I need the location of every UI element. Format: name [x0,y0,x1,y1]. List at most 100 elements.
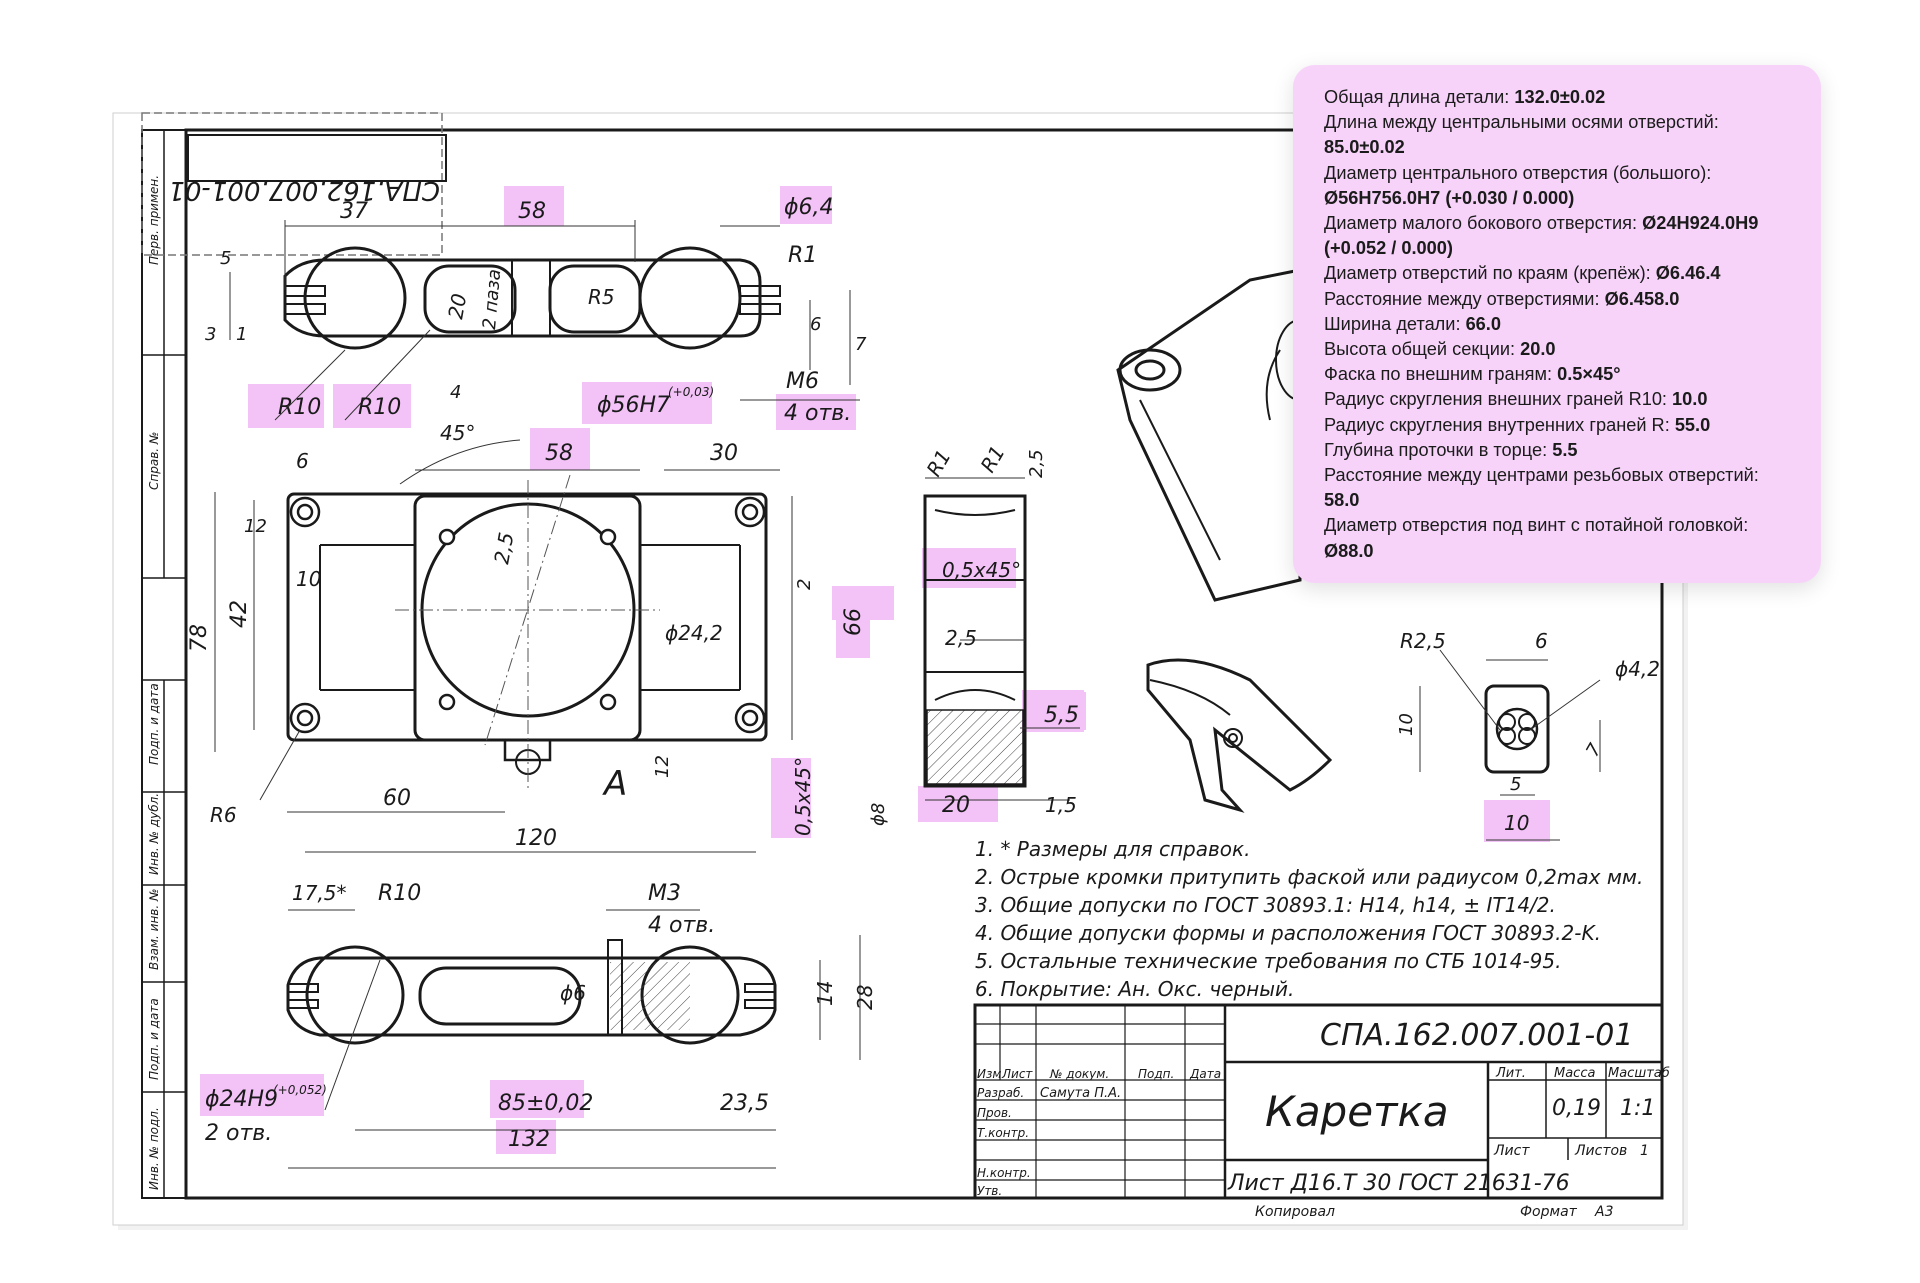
dim-mid-45: 45° [440,421,475,445]
summary-row: Высота общей секции: 20.0 [1324,337,1795,362]
detail-view [1484,684,1550,774]
side-label-2: Подп. и дата [147,683,161,765]
tb-doc-number: СПА.162.007.001-01 [1320,1018,1633,1053]
summary-label: Общая длина детали: [1324,87,1515,107]
summary-value: 132.0±0.02 [1514,87,1606,107]
summary-label: Диаметр отверстий по краям (крепёж): [1324,263,1656,284]
note-6: 6. Покрытие: Ан. Окс. черный. [975,977,1294,1001]
summary-row: Фаска по внешним граням: 0.5×45° [1324,362,1795,387]
summary-value: 58.0 [1324,490,1360,511]
summary-row: Глубина проточки в торце: 5.5 [1324,438,1795,463]
summary-value: 55.0 [1674,414,1711,435]
isometric-detail [1146,658,1333,813]
dim-top-3: 3 [205,324,216,345]
summary-label: Расстояние между центрами резьбовых отве… [1324,465,1759,486]
side-label-6: Инв. № подл. [147,1107,161,1190]
dim-sec-d8: ϕ8 [868,803,889,826]
dim-mid-60: 60 [383,786,411,811]
dim-bot-175: 17,5* [292,881,347,905]
dim-det-6: 6 [1535,629,1548,653]
dimension-summary-panel: Общая длина детали: 132.0±0.02 Длина меж… [1293,65,1821,583]
dim-mid-25: 2,5 [489,530,518,565]
side-label-4: Взам. инв. № [147,889,161,970]
section-dimension-lines [925,477,1080,801]
highlight-20 [924,784,998,822]
inner-frame [184,128,1664,1200]
dim-top-4otv: 4 отв. [784,401,851,426]
dim-top-r1: R1 [788,243,817,268]
dim-det-5: 5 [1510,774,1521,795]
dim-mid-d56: ϕ56H7 [597,393,670,418]
bottom-view [286,939,777,1045]
summary-row: Диаметр центрального отверстия (большого… [1324,161,1795,211]
dim-sec-25: 2,5 [1026,449,1047,478]
stamp-dashed-frame [141,112,443,256]
dim-mid-10: 10 [296,567,321,591]
tb-developer: Самута П.А. [1040,1086,1121,1101]
summary-label: Расстояние между отверстиями: [1324,288,1605,309]
note-3: 3. Общие допуски по ГОСТ 30893.1: H14, h… [975,893,1556,917]
tb-format-value: А3 [1594,1204,1613,1220]
dim-mid-120: 120 [515,826,557,851]
summary-row: Радиус скругления внешних граней R10: 10… [1324,387,1795,412]
tb-col-data: Дата [1189,1067,1221,1081]
tb-format-label: Формат [1520,1204,1578,1220]
dim-mid-12: 12 [244,516,267,537]
summary-label: Радиус скругления внешних граней R10: [1324,389,1673,410]
dim-mid-42: 42 [227,600,252,628]
tb-col-izm: Изм [977,1067,1001,1081]
summary-row: Диаметр отверстия под винт с потайной го… [1324,513,1795,563]
summary-value: 66.0 [1465,313,1501,334]
summary-value: Ø56H756.0H7 (+0.030 / 0.000) [1324,187,1575,208]
side-column [142,130,186,1198]
dim-top-37: 37 [340,199,368,224]
bottom-dimension-lines [288,909,861,1169]
dim-top-20: 20 [443,292,471,321]
summary-label: Диаметр центрального отверстия (большого… [1324,162,1712,183]
dim-det-d42: ϕ4,2 [1615,657,1660,681]
summary-label: Диаметр малого бокового отверстия: [1324,213,1643,234]
summary-row: Диаметр отверстий по краям (крепёж): Ø6.… [1324,261,1795,286]
tb-mass-label: Масса [1554,1066,1595,1081]
summary-label: Радиус скругления внутренних граней R: [1324,414,1675,435]
dim-det-10: 10 [1396,713,1417,736]
dim-sec-chamfer: 0,5x45° [942,558,1021,582]
dim-bot-r10: R10 [378,881,421,906]
note-2: 2. Острые кромки притупить фаской или ра… [975,865,1643,889]
tb-part-name: Каретка [1265,1087,1449,1136]
summary-value: Ø6.458.0 [1604,288,1680,309]
title-block [973,1003,1664,1200]
tb-sheets-value: 1 [1640,1143,1649,1159]
summary-value: Ø6.46.4 [1655,263,1721,284]
summary-row: Диаметр малого бокового отверстия: Ø24H9… [1324,211,1795,261]
dim-mid-2: 2 [794,579,815,590]
notes: 1. * Размеры для справок. 2. Острые кром… [975,837,1643,1001]
side-label-3: Инв. № дубл. [147,793,161,875]
summary-value: 10.0 [1672,389,1708,410]
dim-mid-30: 30 [710,441,738,466]
tb-scale-label: Масштаб [1608,1066,1670,1081]
dim-bot-m3: M3 [648,881,681,906]
summary-label: Длина между центральными осями отверстий… [1324,112,1719,133]
dim-sec-25b: 2,5 [945,626,977,650]
tb-copied-label: Копировал [1255,1204,1335,1220]
summary-row: Расстояние между центрами резьбовых отве… [1324,463,1795,513]
dim-top-4: 4 [450,382,461,403]
dim-bot-28: 28 [853,985,877,1010]
dim-top-6: 6 [810,314,821,335]
summary-row: Общая длина детали: 132.0±0.02 [1324,85,1795,110]
note-5: 5. Остальные технические требования по С… [975,949,1561,973]
side-label-1: Справ. № [147,432,161,490]
tb-scale-value: 1:1 [1620,1096,1655,1121]
dim-bot-d24-tol: (+0,052) [273,1083,327,1097]
detail-dimension-lines [1419,649,1601,841]
tb-material: Лист Д16.Т 30 ГОСТ 21631-76 [1227,1171,1570,1196]
summary-value: Ø88.0 [1324,540,1374,561]
dim-sec-20: 20 [942,793,970,818]
summary-row: Радиус скругления внутренних граней R: 5… [1324,413,1795,438]
dim-mid-58: 58 [545,441,573,466]
dim-sec-15: 1,5 [1045,793,1077,817]
summary-row: Длина между центральными осями отверстий… [1324,110,1795,160]
highlight-66 [836,587,868,653]
summary-label: Высота общей секции: [1324,339,1521,360]
